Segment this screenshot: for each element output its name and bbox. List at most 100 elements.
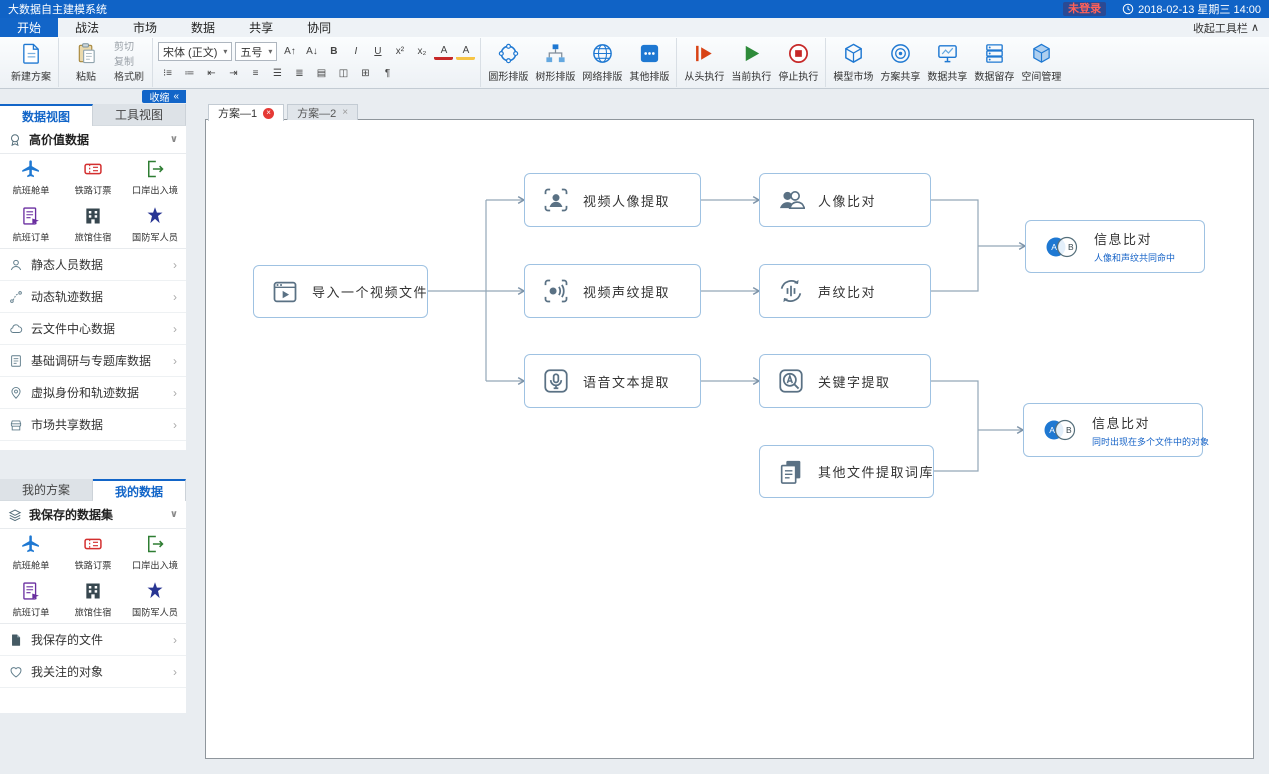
collapse-toolbar-button[interactable]: 收起工具栏 ∧ xyxy=(1193,18,1259,37)
node-extract-voiceprint[interactable]: 视频声纹提取 xyxy=(524,264,701,318)
node-extract-keyword[interactable]: 关键字提取 xyxy=(759,354,931,408)
node-extract-face[interactable]: 视频人像提取 xyxy=(524,173,701,227)
menu-tab-start[interactable]: 开始 xyxy=(0,18,59,37)
align-left-button[interactable]: ≡ xyxy=(252,68,259,79)
subscript-button[interactable]: x₂ xyxy=(417,46,427,57)
workspace-tab-plan-1[interactable]: 方案—1× xyxy=(208,104,285,121)
layout-tree-button[interactable]: 树形排版 xyxy=(533,39,577,86)
close-tab-icon[interactable]: × xyxy=(263,107,275,119)
sidebar-section-market-shared-data[interactable]: 市场共享数据› xyxy=(0,409,186,441)
data-share-button[interactable]: 数据共享 xyxy=(925,39,969,86)
sidebar-section-my-followed-objects[interactable]: 我关注的对象› xyxy=(0,656,186,688)
font-size-value: 五号 xyxy=(240,46,263,59)
layout-circle-button[interactable]: 圆形排版 xyxy=(486,39,530,86)
bullets-button[interactable]: ⁝≡ xyxy=(162,68,172,79)
sidebar-section-cloud-file-data[interactable]: 云文件中心数据› xyxy=(0,313,186,345)
border-cross-label: 口岸出入境 xyxy=(132,560,178,571)
font-size-select[interactable]: 五号▾ xyxy=(235,42,278,61)
close-tab-icon[interactable]: × xyxy=(342,106,349,118)
menu-tab-data[interactable]: 数据 xyxy=(191,21,216,35)
data-item-rail-ticket[interactable]: 铁路订票 xyxy=(62,154,124,201)
login-status-badge[interactable]: 未登录 xyxy=(1063,2,1107,16)
new-plan-button[interactable]: 新建方案 xyxy=(9,39,53,86)
align-right-button[interactable]: ≣ xyxy=(295,68,304,79)
menu-tab-market[interactable]: 市场 xyxy=(133,21,158,35)
border-cross-icon xyxy=(145,534,165,554)
layout-network-button[interactable]: 网络排版 xyxy=(580,39,624,86)
data-item-military-person[interactable]: 国防军人员 xyxy=(124,201,186,248)
data-item-military-person[interactable]: 国防军人员 xyxy=(124,576,186,623)
grow-font-button[interactable]: A↑ xyxy=(284,46,296,57)
columns-button[interactable]: ◫ xyxy=(338,68,349,79)
model-market-button[interactable]: 模型市场 xyxy=(831,39,875,86)
data-item-border-cross[interactable]: 口岸出入境 xyxy=(124,529,186,576)
data-item-flight-order[interactable]: 航班订单 xyxy=(0,201,62,248)
outdent-button[interactable]: ⇤ xyxy=(207,68,216,79)
military-icon xyxy=(145,581,165,601)
node-compare-voiceprint[interactable]: 声纹比对 xyxy=(759,264,931,318)
highlight-color-button[interactable]: A xyxy=(456,44,476,60)
layout-other-button[interactable]: 其他排版 xyxy=(627,39,671,86)
data-item-flight-manifest[interactable]: 航班舱单 xyxy=(0,154,62,201)
data-retain-button[interactable]: 数据留存 xyxy=(972,39,1016,86)
menu-tab-tactics[interactable]: 战法 xyxy=(75,21,100,35)
sidebar-tab-tool-view[interactable]: 工具视图 xyxy=(93,104,186,126)
chevron-right-icon: › xyxy=(173,385,177,400)
datetime-label: 2018-02-13 星期三 14:00 xyxy=(1138,4,1261,16)
data-item-flight-order[interactable]: 航班订单 xyxy=(0,576,62,623)
flow-canvas[interactable]: 导入一个视频文件 视频人像提取视频声纹提取语音文本提取 人像比对声纹比对关键字提取其… xyxy=(205,119,1254,759)
sidebar-section-research-library-data[interactable]: 基础调研与专题库数据› xyxy=(0,345,186,377)
copy-button[interactable]: 复制 xyxy=(114,56,134,68)
underline-button[interactable]: U xyxy=(374,46,382,57)
data-item-border-cross[interactable]: 口岸出入境 xyxy=(124,154,186,201)
format-painter-button[interactable]: 格式刷 xyxy=(114,71,144,83)
bold-button[interactable]: B xyxy=(330,46,338,57)
run-from-start-button[interactable]: 从头执行 xyxy=(682,39,726,86)
sidebar-section-my-saved-files[interactable]: 我保存的文件› xyxy=(0,624,186,656)
node-other-file-lexicon[interactable]: 其他文件提取词库 xyxy=(759,445,934,498)
numbering-button[interactable]: ≔ xyxy=(184,68,195,79)
line-spacing-button[interactable]: ▤ xyxy=(316,68,327,79)
borders-button[interactable]: ⊞ xyxy=(361,68,370,79)
sidebar-tab-data-view[interactable]: 数据视图 xyxy=(0,104,93,126)
font-color-button[interactable]: A xyxy=(434,44,454,60)
sidebar-tab-my-data[interactable]: 我的数据 xyxy=(93,479,186,501)
cloud-icon xyxy=(9,322,23,336)
node-extract-speech-text[interactable]: 语音文本提取 xyxy=(524,354,701,408)
run-current-button[interactable]: 当前执行 xyxy=(729,39,773,86)
data-item-rail-ticket[interactable]: 铁路订票 xyxy=(62,529,124,576)
data-item-hotel-stay[interactable]: 旅馆住宿 xyxy=(62,201,124,248)
align-center-button[interactable]: ☰ xyxy=(273,68,282,79)
italic-button[interactable]: I xyxy=(354,46,358,57)
node-compare-face[interactable]: 人像比对 xyxy=(759,173,931,227)
data-item-hotel-stay[interactable]: 旅馆住宿 xyxy=(62,576,124,623)
high-value-section-header[interactable]: 高价值数据 ∨ xyxy=(0,126,186,154)
shrink-font-button[interactable]: A↓ xyxy=(306,46,318,57)
layout-network-icon xyxy=(591,42,614,65)
saved-datasets-header[interactable]: 我保存的数据集 ∨ xyxy=(0,501,186,529)
data-item-flight-manifest[interactable]: 航班舱单 xyxy=(0,529,62,576)
toolbar-group-run: 从头执行当前执行停止执行 xyxy=(677,38,827,87)
file-icon xyxy=(9,633,23,647)
font-family-select[interactable]: 宋体 (正文)▾ xyxy=(158,42,233,61)
run-stop-button[interactable]: 停止执行 xyxy=(776,39,820,86)
plan-share-button[interactable]: 方案共享 xyxy=(878,39,922,86)
sidebar-section-static-person-data[interactable]: 静态人员数据› xyxy=(0,249,186,281)
cut-button[interactable]: 剪切 xyxy=(114,41,134,53)
node-import-video[interactable]: 导入一个视频文件 xyxy=(253,265,428,318)
sidebar-section-virtual-identity-data[interactable]: 虚拟身份和轨迹数据› xyxy=(0,377,186,409)
paragraph-marks-button[interactable]: ¶ xyxy=(384,68,391,79)
sidebar-collapse-button[interactable]: 收缩 « xyxy=(142,90,186,104)
workspace-tab-plan-2[interactable]: 方案—2× xyxy=(287,104,359,120)
indent-button[interactable]: ⇥ xyxy=(229,68,238,79)
superscript-button[interactable]: x² xyxy=(395,46,405,57)
node-label: 导入一个视频文件 xyxy=(312,285,429,300)
menu-tab-collaborate[interactable]: 协同 xyxy=(307,21,332,35)
sidebar-section-dynamic-track-data[interactable]: 动态轨迹数据› xyxy=(0,281,186,313)
menu-tab-share[interactable]: 共享 xyxy=(249,21,274,35)
sidebar-tab-my-plans[interactable]: 我的方案 xyxy=(0,479,93,501)
paste-button[interactable]: 粘贴 xyxy=(64,39,108,86)
space-manage-button[interactable]: 空间管理 xyxy=(1019,39,1063,86)
